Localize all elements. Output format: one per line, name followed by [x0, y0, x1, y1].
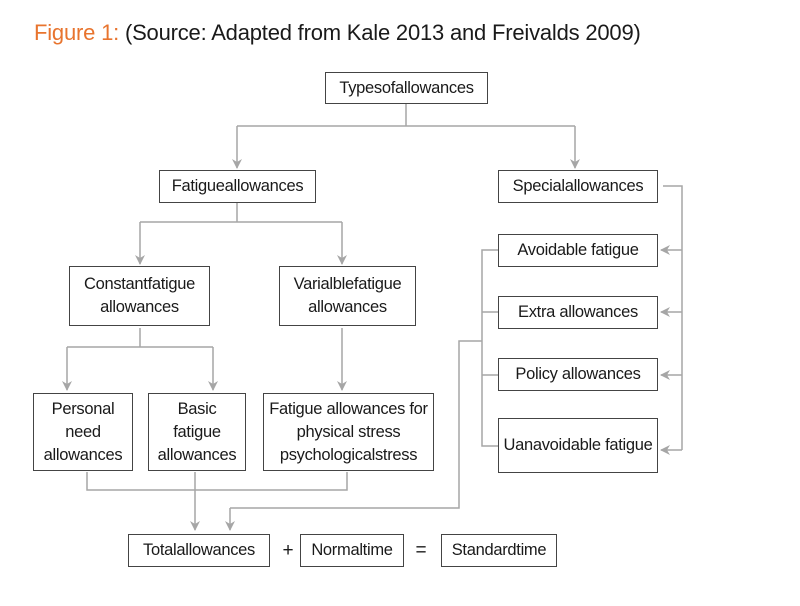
node-constant-fatigue: Constantfatigue allowances — [69, 266, 210, 326]
node-variable-fatigue: Varialblefatigue allowances — [279, 266, 416, 326]
figure-source: (Source: Adapted from Kale 2013 and Frei… — [124, 20, 641, 45]
node-special-allowances: Specialallowances — [498, 170, 658, 203]
node-policy-allowances: Policy allowances — [498, 358, 658, 391]
node-unavoidable-fatigue: Uanavoidable fatigue — [498, 418, 658, 473]
equals-operator: = — [415, 540, 427, 561]
node-standard-time: Standardtime — [441, 534, 557, 567]
figure-label: Figure 1: — [34, 20, 120, 45]
node-types-of-allowances: Typesofallowances — [325, 72, 488, 104]
connector-special-bracket — [663, 185, 683, 450]
connector-fatigue-collector — [86, 472, 348, 491]
node-total-allowances: Totalallowances — [128, 534, 270, 567]
figure-caption: Figure 1: (Source: Adapted from Kale 201… — [34, 20, 641, 46]
plus-operator: + — [282, 540, 294, 561]
node-personal-need: Personal need allowances — [33, 393, 133, 471]
node-physical-stress: Fatigue allowances for physical stress p… — [263, 393, 434, 471]
node-extra-allowances: Extra allowances — [498, 296, 658, 329]
connector-constant-split — [67, 328, 213, 348]
node-avoidable-fatigue: Avoidable fatigue — [498, 234, 658, 267]
node-normal-time: Normaltime — [300, 534, 404, 567]
node-fatigue-allowances: Fatigueallowances — [159, 170, 316, 203]
node-basic-fatigue: Basic fatigue allowances — [148, 393, 246, 471]
connector-fatigue-split — [140, 203, 342, 223]
connector-special-collector — [230, 249, 498, 509]
connector-types-split — [237, 104, 575, 127]
